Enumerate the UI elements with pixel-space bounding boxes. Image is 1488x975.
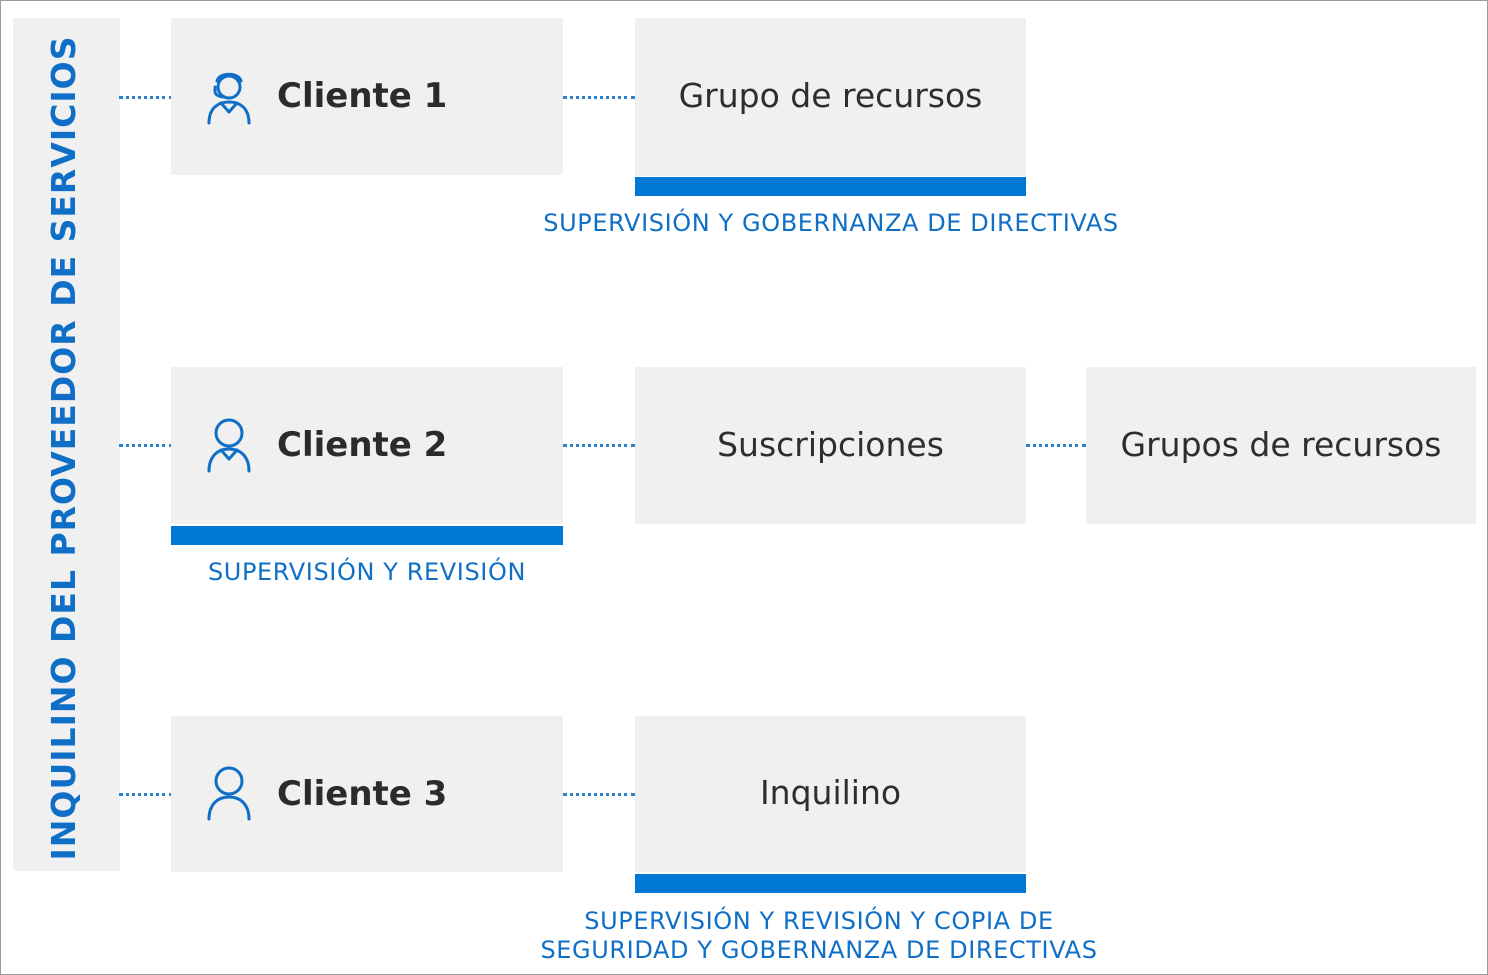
cliente-2-child-label: Grupos de recursos [1120,425,1442,464]
cliente-1-scope-label: Grupo de recursos [678,76,983,115]
cliente-2-accent-bar [171,526,563,545]
connector-cliente-2-scope [563,444,635,447]
connector-scope-child [1026,444,1086,447]
cliente-1-label: Cliente 1 [277,76,448,116]
provider-tenant-bar [13,18,120,871]
cliente-3-label: Cliente 3 [277,774,448,814]
user-icon [207,418,251,473]
connector-tenant-cliente-3 [119,793,173,796]
cliente-2-label: Cliente 2 [277,425,448,465]
cliente-1-scope-accent-bar [635,177,1026,196]
cliente-1-caption: SUPERVISIÓN Y GOBERNANZA DE DIRECTIVAS [543,209,1119,237]
cliente-2-scope-box [635,367,1026,524]
cliente-3-box [171,716,563,872]
user-icon [207,766,251,821]
cliente-3-scope-box [635,716,1026,872]
user-headset-icon [207,72,251,125]
connector-cliente-3-scope [563,793,635,796]
cliente-3-scope-label: Inquilino [759,773,902,812]
connector-cliente-1-scope [563,96,635,99]
cliente-1-scope-box [635,18,1026,176]
cliente-2-caption: SUPERVISIÓN Y REVISIÓN [207,558,527,586]
cliente-3-caption-line-1: SUPERVISIÓN Y REVISIÓN Y COPIA DE [584,907,1054,935]
connector-tenant-cliente-1 [119,96,173,99]
cliente-2-scope-label: Suscripciones [717,425,944,464]
cliente-3-scope-accent-bar [635,874,1026,893]
provider-tenant-label: INQUILINO DEL PROVEEDOR DE SERVICIOS [44,35,83,861]
connector-tenant-cliente-2 [119,444,173,447]
cliente-3-caption-line-2: SEGURIDAD Y GOBERNANZA DE DIRECTIVAS [540,936,1098,964]
cliente-2-child-box [1086,367,1476,524]
